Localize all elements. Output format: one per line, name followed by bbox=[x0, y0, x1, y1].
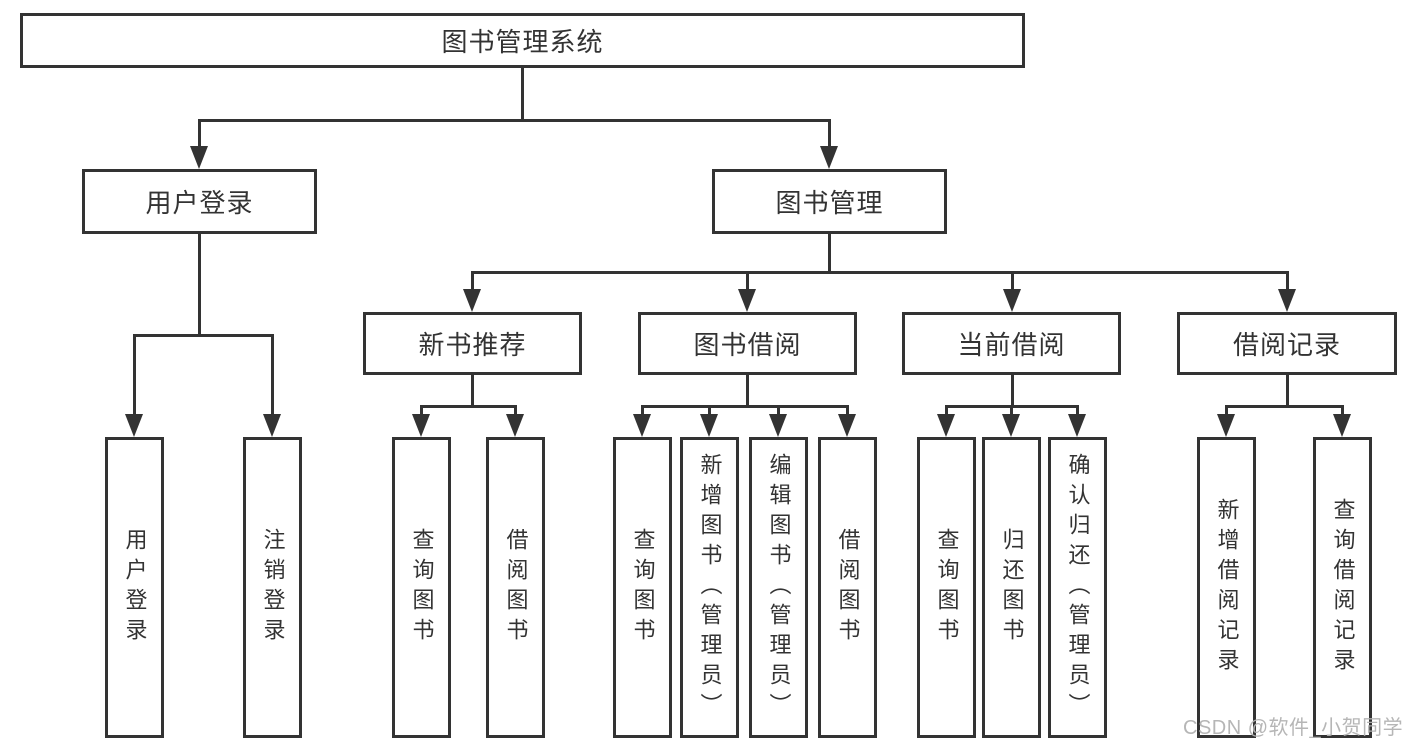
leaf-return-book: 归还图书 bbox=[982, 437, 1041, 738]
node-label: 借阅图书 bbox=[503, 527, 529, 648]
node-borrow-record: 借阅记录 bbox=[1177, 312, 1397, 375]
leaf-query-book-1: 查询图书 bbox=[392, 437, 451, 738]
connector-line-vertical bbox=[520, 68, 524, 120]
arrow-down-icon bbox=[1003, 289, 1021, 312]
arrow-down-icon bbox=[190, 146, 208, 169]
connector-line-vertical bbox=[197, 120, 201, 159]
node-label: 用户登录 bbox=[122, 527, 148, 648]
arrow-down-icon bbox=[463, 289, 481, 312]
arrow-down-icon bbox=[700, 414, 718, 437]
node-label: 归还图书 bbox=[999, 527, 1025, 648]
arrow-down-icon bbox=[820, 146, 838, 169]
connector-line-vertical bbox=[197, 234, 201, 335]
node-label: 新增图书（管理员） bbox=[697, 452, 723, 723]
connector-line-horizontal bbox=[641, 404, 849, 408]
arrow-down-icon bbox=[738, 289, 756, 312]
node-label: 借阅图书 bbox=[835, 527, 861, 648]
node-label: 借阅记录 bbox=[1232, 330, 1341, 360]
leaf-logout: 注销登录 bbox=[243, 437, 302, 738]
connector-line-vertical bbox=[1010, 272, 1014, 302]
connector-line-vertical bbox=[470, 375, 474, 407]
node-label: 新书推荐 bbox=[418, 330, 527, 360]
connector-line-vertical bbox=[827, 120, 831, 159]
leaf-user-login: 用户登录 bbox=[105, 437, 164, 738]
arrow-down-icon bbox=[1333, 414, 1351, 437]
connector-line-vertical bbox=[1010, 375, 1014, 407]
arrow-down-icon bbox=[506, 414, 524, 437]
node-label: 当前借阅 bbox=[957, 330, 1066, 360]
connector-line-vertical bbox=[1285, 375, 1289, 407]
arrow-down-icon bbox=[263, 414, 281, 437]
node-label: 图书管理 bbox=[775, 188, 884, 218]
leaf-edit-book-admin: 编辑图书（管理员） bbox=[749, 437, 808, 738]
connector-line-horizontal bbox=[471, 270, 1289, 274]
node-user-login: 用户登录 bbox=[82, 169, 317, 234]
node-label: 查询图书 bbox=[409, 527, 435, 648]
leaf-borrow-book-2: 借阅图书 bbox=[818, 437, 877, 738]
leaf-add-book-admin: 新增图书（管理员） bbox=[680, 437, 739, 738]
arrow-down-icon bbox=[1217, 414, 1235, 437]
arrow-down-icon bbox=[1278, 289, 1296, 312]
node-label: 查询图书 bbox=[630, 527, 656, 648]
node-new-book-recommend: 新书推荐 bbox=[363, 312, 582, 375]
connector-line-vertical bbox=[470, 272, 474, 302]
node-label: 编辑图书（管理员） bbox=[766, 452, 792, 723]
node-label: 用户登录 bbox=[145, 188, 254, 218]
arrow-down-icon bbox=[412, 414, 430, 437]
arrow-down-icon bbox=[769, 414, 787, 437]
arrow-down-icon bbox=[633, 414, 651, 437]
node-label: 图书管理系统 bbox=[441, 27, 604, 57]
node-label: 新增借阅记录 bbox=[1214, 497, 1240, 678]
leaf-borrow-book-1: 借阅图书 bbox=[486, 437, 545, 738]
connector-line-horizontal bbox=[198, 118, 831, 122]
connector-line-vertical bbox=[745, 272, 749, 302]
connector-line-vertical bbox=[827, 233, 831, 273]
leaf-query-borrow-record: 查询借阅记录 bbox=[1313, 437, 1372, 738]
watermark: CSDN @软件_小贺同学 bbox=[1183, 717, 1404, 739]
connector-line-horizontal bbox=[420, 404, 517, 408]
leaf-add-borrow-record: 新增借阅记录 bbox=[1197, 437, 1256, 738]
arrow-down-icon bbox=[937, 414, 955, 437]
arrow-down-icon bbox=[1068, 414, 1086, 437]
arrow-down-icon bbox=[125, 414, 143, 437]
node-book-management: 图书管理 bbox=[712, 169, 947, 234]
connector-line-vertical bbox=[1285, 272, 1289, 302]
connector-line-vertical bbox=[745, 375, 749, 407]
node-label: 查询借阅记录 bbox=[1330, 497, 1356, 678]
connector-line-vertical bbox=[270, 335, 274, 427]
connector-line-horizontal bbox=[133, 333, 274, 337]
node-book-borrow: 图书借阅 bbox=[638, 312, 857, 375]
leaf-query-book-2: 查询图书 bbox=[613, 437, 672, 738]
node-label: 图书借阅 bbox=[693, 330, 802, 360]
arrow-down-icon bbox=[838, 414, 856, 437]
connector-line-horizontal bbox=[1225, 404, 1344, 408]
node-label: 查询图书 bbox=[934, 527, 960, 648]
leaf-confirm-return-admin: 确认归还（管理员） bbox=[1048, 437, 1107, 738]
node-label: 注销登录 bbox=[260, 527, 286, 648]
arrow-down-icon bbox=[1002, 414, 1020, 437]
node-current-borrow: 当前借阅 bbox=[902, 312, 1121, 375]
leaf-query-book-3: 查询图书 bbox=[917, 437, 976, 738]
node-label: 确认归还（管理员） bbox=[1065, 452, 1091, 723]
connector-line-vertical bbox=[132, 335, 136, 427]
node-system-root: 图书管理系统 bbox=[20, 13, 1025, 68]
